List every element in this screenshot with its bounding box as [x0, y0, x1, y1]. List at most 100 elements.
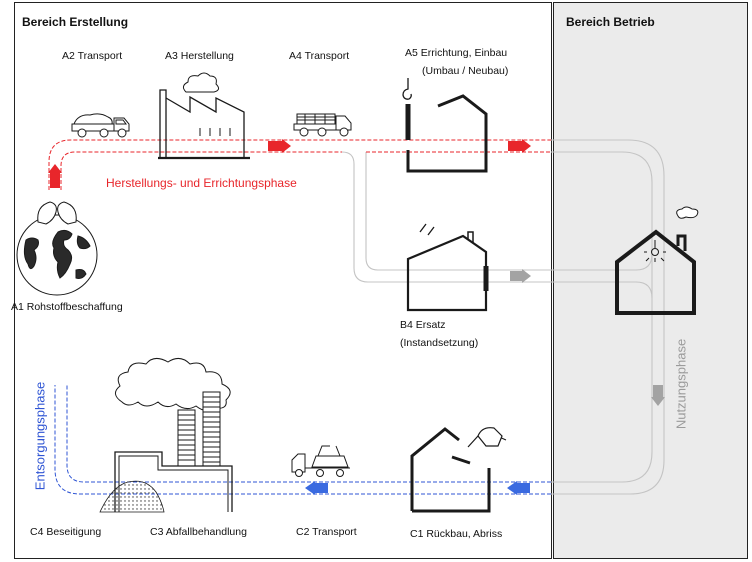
- replacement-branch-outer-line: [341, 151, 653, 299]
- factory-icon: [158, 72, 250, 160]
- disposal-path: [54, 385, 551, 495]
- chimney-left: [177, 409, 196, 467]
- truck-cab: [335, 115, 352, 131]
- truck-wheel: [339, 127, 349, 137]
- truck-window: [115, 119, 127, 125]
- house-remaining-wall: [410, 427, 460, 511]
- disposal-path-outer-line: [54, 385, 551, 495]
- stage-label-a3: A3 Herstellung: [165, 50, 234, 62]
- truck-wheel: [299, 127, 309, 137]
- house-chimney: [467, 231, 474, 243]
- production-path-inner-line: [60, 151, 551, 190]
- stage-label-b4: B4 Ersatz: [400, 319, 446, 331]
- truck-wheel: [295, 469, 303, 477]
- truck-wheel: [336, 469, 344, 477]
- stage-label-c1: C1 Rückbau, Abriss: [410, 528, 503, 540]
- factory-roof: [165, 95, 245, 158]
- house-demolition-icon: [410, 427, 507, 513]
- excavator-bucket: [477, 427, 503, 447]
- stage-label-a2: A2 Transport: [62, 50, 123, 62]
- house-outline: [406, 234, 488, 312]
- phase-label-production: Herstellungs- und Errichtungsphase: [106, 176, 297, 190]
- production-arrows: [48, 139, 531, 188]
- arrow-right-icon: [510, 269, 531, 283]
- incinerator-icon: [114, 358, 233, 512]
- house-outline: [615, 229, 696, 315]
- house-chimney: [676, 234, 687, 251]
- use-path-outer-line: [551, 139, 665, 495]
- stage-label-a1: A1 Rohstoffbeschaffung: [11, 301, 123, 313]
- skip-truck-icon: [291, 445, 350, 477]
- smoke-cloud: [676, 206, 699, 219]
- region-title-operation: Bereich Betrieb: [566, 15, 655, 29]
- globe-continent: [76, 235, 91, 250]
- incinerator-building: [114, 451, 233, 512]
- house-outline: [406, 94, 488, 173]
- truck-icon: [71, 113, 130, 138]
- region-operation: [553, 2, 748, 559]
- region-title-creation: Bereich Erstellung: [22, 15, 129, 29]
- stage-label-a5: A5 Errichtung, Einbau: [405, 47, 508, 59]
- smoke-cloud: [182, 72, 220, 93]
- phase-label-disposal: Entsorgungsphase: [32, 381, 48, 491]
- disposal-path-inner-line: [66, 385, 551, 483]
- truck-wheel: [117, 128, 127, 138]
- house-floor: [412, 468, 491, 513]
- truck-wheel: [316, 469, 324, 477]
- truck-lift-arms: [317, 445, 341, 457]
- house-solar-icon: [406, 223, 489, 312]
- globe-icon: [16, 201, 98, 296]
- house-debris: [451, 455, 471, 465]
- truck-wheel: [77, 128, 87, 138]
- arrow-left-icon: [305, 481, 328, 495]
- waste-pile: [99, 480, 165, 513]
- arrow-right-icon: [268, 139, 291, 153]
- globe-continent: [23, 237, 39, 270]
- factory-chimney: [159, 89, 167, 158]
- hand-left: [37, 201, 57, 225]
- solar-panel: [419, 223, 435, 236]
- chimney-right-stripes: [203, 396, 220, 463]
- stage-label-c4: C4 Beseitigung: [30, 526, 102, 538]
- stage-label-a4: A4 Transport: [289, 50, 350, 62]
- crane-hook: [402, 78, 412, 100]
- landfill-icon: [99, 480, 165, 513]
- stage-sublabel-a5: (Umbau / Neubau): [422, 65, 509, 77]
- truck-cargo-lines: [297, 114, 335, 124]
- truck-wheel: [99, 128, 109, 138]
- truck-bed: [71, 123, 115, 132]
- truck-cargo-beams: [296, 113, 336, 125]
- arrow-up-icon: [48, 164, 62, 188]
- skip-container: [311, 455, 349, 468]
- globe-continent: [52, 229, 73, 279]
- hand-right: [57, 201, 77, 225]
- incinerator-building-inner: [118, 455, 229, 512]
- production-path: [48, 139, 551, 190]
- stage-sublabel-b4: (Instandsetzung): [400, 337, 479, 349]
- house-crane-icon: [402, 78, 488, 173]
- arrow-left-icon: [507, 481, 530, 495]
- house-in-use-icon: [615, 206, 699, 315]
- arrow-down-icon: [651, 385, 665, 406]
- arrow-right-icon: [508, 139, 531, 153]
- use-path: [341, 139, 665, 495]
- lamp-rays: [644, 251, 666, 262]
- use-arrows: [510, 269, 665, 406]
- stage-label-c3: C3 Abfallbehandlung: [150, 526, 247, 538]
- globe-continent: [75, 269, 87, 279]
- flatbed-truck-icon: [293, 113, 352, 137]
- truck-wheel: [317, 127, 327, 137]
- truck-load: [73, 113, 113, 125]
- truck-bed: [293, 123, 337, 131]
- smoke-cloud: [115, 358, 231, 412]
- lamp-bulb: [651, 248, 659, 256]
- disposal-arrows: [305, 481, 530, 495]
- chimney-right: [202, 391, 221, 467]
- production-path-outer-line: [48, 139, 551, 190]
- stage-label-c2: C2 Transport: [296, 526, 357, 538]
- chimney-left-stripes: [178, 414, 195, 461]
- phase-label-use: Nutzungsphase: [673, 338, 689, 430]
- use-path-inner-line: [551, 151, 653, 483]
- factory-windows: [199, 128, 231, 136]
